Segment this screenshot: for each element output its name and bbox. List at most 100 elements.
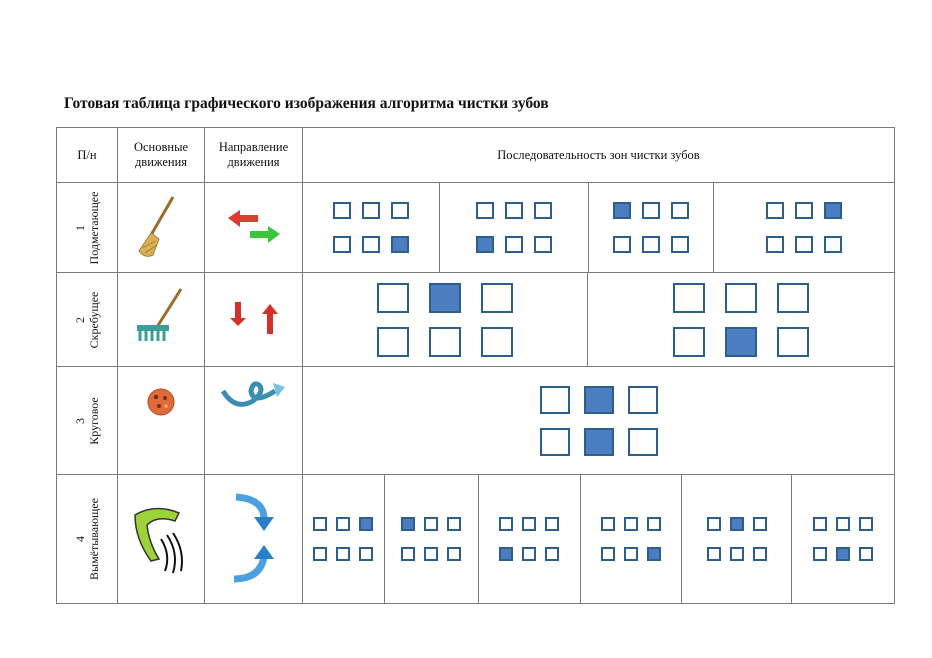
zone-square xyxy=(859,547,874,561)
sequence-cell xyxy=(302,474,895,604)
row-number: 4 xyxy=(73,536,87,543)
zone-square xyxy=(533,202,552,219)
row-label-cell: 4 Вымётывающее xyxy=(56,474,118,604)
sequence-group-list xyxy=(303,367,894,474)
zone-square xyxy=(545,547,560,561)
row-label: 2 Скребущее xyxy=(73,291,101,348)
zone-square xyxy=(672,326,705,357)
zone-group xyxy=(303,183,440,272)
zone-square-filled xyxy=(836,547,851,561)
curved-arrows-icon xyxy=(205,491,302,587)
loop-arrow-icon xyxy=(205,377,302,417)
zone-square-filled xyxy=(359,517,374,531)
row-number: 3 xyxy=(73,417,87,424)
zone-group xyxy=(589,183,715,272)
zone-square-filled xyxy=(583,427,614,456)
page-title: Готовая таблица графического изображения… xyxy=(64,95,549,112)
row-name: Скребущее xyxy=(87,291,101,348)
zone-square-filled xyxy=(401,517,416,531)
zone-group xyxy=(303,475,385,603)
table-row: 4 Вымётывающее xyxy=(56,474,895,604)
zone-square xyxy=(859,517,874,531)
table-row: 3 Круговое xyxy=(56,366,895,475)
motion-cell xyxy=(117,182,205,273)
zone-grid xyxy=(766,202,843,253)
zone-square xyxy=(670,236,689,253)
left-right-arrows-icon xyxy=(205,208,302,248)
zone-group xyxy=(588,273,894,366)
header-sequence: Последовательность зон чистки зубов xyxy=(302,127,895,183)
zone-grid xyxy=(376,282,513,357)
zone-group xyxy=(682,475,793,603)
zone-square xyxy=(313,547,328,561)
row-number: 1 xyxy=(73,224,87,231)
zone-square-filled xyxy=(428,282,461,313)
zone-square xyxy=(670,202,689,219)
zone-group xyxy=(303,367,894,474)
ball-icon xyxy=(118,385,204,419)
sequence-cell xyxy=(302,272,895,367)
zone-square xyxy=(795,236,814,253)
zone-square xyxy=(706,547,721,561)
zone-square xyxy=(401,547,416,561)
zone-square xyxy=(359,547,374,561)
zone-grid xyxy=(475,202,552,253)
zone-square xyxy=(475,202,494,219)
direction-cell xyxy=(204,474,303,604)
zone-square xyxy=(376,326,409,357)
zone-square xyxy=(539,427,570,456)
direction-cell xyxy=(204,182,303,273)
zone-square xyxy=(361,202,380,219)
zone-square xyxy=(390,202,409,219)
zone-square-filled xyxy=(724,326,757,357)
motion-cell xyxy=(117,366,205,475)
up-down-arrows-icon xyxy=(205,300,302,340)
zone-grid xyxy=(313,517,374,561)
sequence-cell xyxy=(302,366,895,475)
zone-square xyxy=(376,282,409,313)
zone-square xyxy=(752,517,767,531)
zone-square xyxy=(522,517,537,531)
zone-square-filled xyxy=(390,236,409,253)
zone-square xyxy=(623,517,638,531)
zone-square xyxy=(336,517,351,531)
boomerang-icon xyxy=(118,499,204,579)
table-row: 2 Скребущее xyxy=(56,272,895,367)
zone-group xyxy=(479,475,581,603)
zone-square xyxy=(776,282,809,313)
zone-square-filled xyxy=(583,385,614,414)
zone-square xyxy=(752,547,767,561)
zone-square xyxy=(447,547,462,561)
zone-square-filled xyxy=(499,547,514,561)
row-label: 3 Круговое xyxy=(73,397,101,445)
zone-square xyxy=(499,517,514,531)
zone-grid xyxy=(706,517,767,561)
zone-square xyxy=(813,547,828,561)
zone-square xyxy=(480,282,513,313)
sequence-cell xyxy=(302,182,895,273)
zone-square xyxy=(706,517,721,531)
zone-square xyxy=(813,517,828,531)
zone-square xyxy=(627,427,658,456)
zone-grid xyxy=(332,202,409,253)
zone-square xyxy=(424,547,439,561)
zone-square xyxy=(545,517,560,531)
header-moves: Основные движения xyxy=(117,127,205,183)
zone-square-filled xyxy=(475,236,494,253)
zone-square xyxy=(332,236,351,253)
zone-grid xyxy=(499,517,560,561)
row-number: 2 xyxy=(73,316,87,323)
zone-grid xyxy=(612,202,689,253)
zone-square-filled xyxy=(824,202,843,219)
row-label-cell: 3 Круговое xyxy=(56,366,118,475)
zone-square xyxy=(776,326,809,357)
zone-square xyxy=(641,236,660,253)
zone-square xyxy=(600,517,615,531)
algorithm-table: П/н Основные движения Направление движен… xyxy=(56,127,895,604)
zone-square xyxy=(539,385,570,414)
zone-square-filled xyxy=(646,547,661,561)
zone-square-filled xyxy=(612,202,631,219)
zone-group xyxy=(440,183,589,272)
zone-group xyxy=(581,475,683,603)
rake-icon xyxy=(118,285,204,355)
